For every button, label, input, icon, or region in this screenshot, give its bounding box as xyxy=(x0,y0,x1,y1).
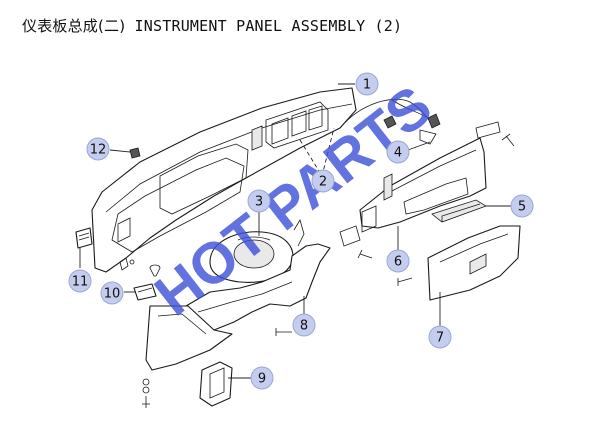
callout-9: 9 xyxy=(250,366,274,390)
lower-dash-panel-part xyxy=(185,219,331,331)
instrument-panel-part xyxy=(91,87,357,273)
clip-part xyxy=(133,283,157,301)
callout-6: 6 xyxy=(386,249,410,273)
diagram-title: 仪表板总成(二) INSTRUMENT PANEL ASSEMBLY (2) xyxy=(22,15,402,36)
left-side-panel-part xyxy=(145,305,233,371)
bolt-part xyxy=(129,147,141,159)
callout-12: 12 xyxy=(86,137,110,161)
callout-10: 10 xyxy=(100,281,124,305)
callout-1: 1 xyxy=(355,72,379,96)
leader-lines xyxy=(79,83,512,379)
callout-2: 2 xyxy=(311,169,335,193)
callout-4: 4 xyxy=(386,140,410,164)
callout-10-number: 10 xyxy=(104,287,121,302)
callout-7: 7 xyxy=(428,325,452,349)
glove-box-door-part xyxy=(427,225,521,301)
callout-5-number: 5 xyxy=(518,200,526,215)
callout-4-number: 4 xyxy=(394,146,402,161)
callout-5: 5 xyxy=(510,194,534,218)
callout-8: 8 xyxy=(292,313,316,337)
steering-cover-part xyxy=(209,231,294,283)
callout-11-number: 11 xyxy=(72,275,89,290)
callout-7-number: 7 xyxy=(436,331,444,346)
callout-2-number: 2 xyxy=(319,175,327,190)
callout-11: 11 xyxy=(68,269,92,293)
title-english: INSTRUMENT PANEL ASSEMBLY (2) xyxy=(134,17,403,35)
fasteners xyxy=(142,133,515,408)
callout-3-number: 3 xyxy=(255,195,263,210)
callout-3: 3 xyxy=(247,189,271,213)
wiring-harness-part xyxy=(339,98,441,145)
callout-1-number: 1 xyxy=(363,78,371,93)
glove-box-housing-part xyxy=(339,121,501,247)
callout-9-number: 9 xyxy=(258,372,266,387)
title-chinese: 仪表板总成(二) xyxy=(22,17,126,35)
callout-6-number: 6 xyxy=(394,255,402,270)
side-vent-part xyxy=(75,227,93,249)
callout-8-number: 8 xyxy=(300,319,308,334)
bracket-part xyxy=(199,361,233,407)
callout-12-number: 12 xyxy=(90,143,107,158)
